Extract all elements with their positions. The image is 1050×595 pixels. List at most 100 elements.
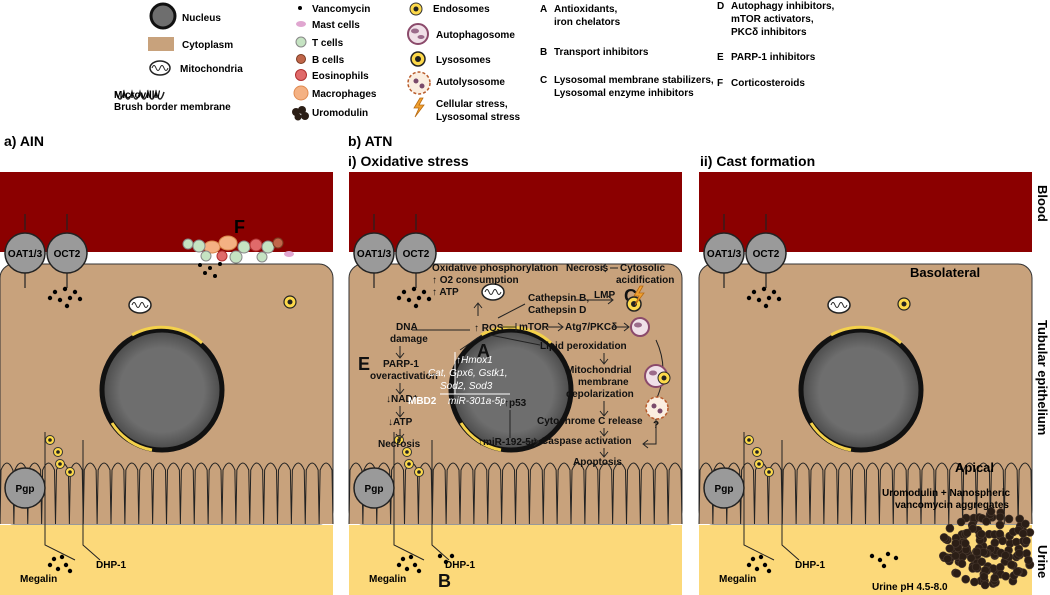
legend-label: Autophagy inhibitors,: [731, 1, 835, 12]
legend-label: Lysosomal stress: [436, 112, 521, 123]
lysosome-core: [901, 301, 907, 307]
vancomycin-dot: [763, 303, 769, 309]
necrosis-top-label: Necrosis: [566, 263, 609, 274]
side-label-urine: Urine: [1035, 545, 1050, 578]
o2-label: ↑ O2 consumption: [432, 275, 519, 286]
cytosolic-label: acidification: [616, 275, 674, 286]
legend-label: Lysosomal membrane stabilizers,: [554, 75, 714, 86]
vancomycin-dot: [47, 562, 53, 568]
mito-label: membrane: [578, 377, 629, 388]
lmp-label: LMP: [594, 290, 615, 301]
uromodulin-particle: [971, 562, 981, 572]
legend-label: Lysosomal enzyme inhibitors: [554, 88, 694, 99]
eosinophil-icon: [295, 69, 307, 81]
aggregates-label: vancomycin aggregates: [895, 500, 1009, 511]
macrophage-icon: [293, 85, 309, 101]
pgp-label: Pgp: [365, 484, 384, 495]
legend-letter: D: [717, 1, 724, 12]
cytoplasm-icon: [148, 37, 174, 51]
uromodulin-particle: [979, 572, 989, 582]
uromodulin-particle: [961, 574, 971, 584]
vancomycin-dot: [885, 551, 891, 557]
vancomycin-dot: [218, 262, 222, 266]
mitochondria-cristae: [830, 302, 848, 308]
uromodulin-particle: [951, 551, 960, 561]
letter-b: B: [438, 571, 451, 591]
vancomycin-dot: [746, 295, 752, 301]
dhp-label: DHP-1: [96, 560, 126, 571]
vancomycin-dot: [437, 553, 443, 559]
vancomycin-dot: [421, 289, 427, 295]
letter-f: F: [234, 217, 245, 237]
legend-label: Endosomes: [433, 4, 490, 15]
legend-label: Eosinophils: [312, 71, 369, 82]
vancomycin-dot: [776, 296, 782, 302]
autophagosome-icon: [630, 317, 650, 337]
uromodulin-icon: [292, 106, 309, 121]
mir192-label: ↑miR-192-5p: [478, 437, 537, 448]
hmox-label: ↑Hmox1: [456, 355, 493, 366]
microvilli-icon: [115, 89, 165, 100]
uromodulin-particle: [1001, 571, 1011, 581]
vancomycin-dot: [449, 553, 455, 559]
nucleus-membrane-highlight: [110, 422, 153, 452]
vancomycin-dot: [746, 562, 752, 568]
nucleus-membrane-highlight: [809, 422, 852, 452]
autolysosome-icon: [644, 364, 671, 388]
pathway-arrows: [395, 263, 664, 458]
uromodulin-particle: [977, 557, 987, 567]
megalin-line: [393, 432, 425, 561]
vancomycin-dot: [754, 566, 760, 572]
vancomycin-dot: [77, 296, 83, 302]
vancomycin-dot: [62, 286, 68, 292]
mito-label: Mitochondrial: [566, 365, 632, 376]
vancomycin-dot: [411, 286, 417, 292]
pgp-label: Pgp: [16, 484, 35, 495]
panel-b-organelles: [626, 285, 671, 420]
nad-label: ↓NAD⁺: [386, 394, 418, 405]
endosome-core: [56, 450, 60, 454]
vancomycin-dot: [55, 566, 61, 572]
mito-label: depolarization: [566, 389, 634, 400]
vancomycin-dot: [416, 568, 422, 574]
legend-letter: A: [540, 4, 547, 15]
vancomycin-dot: [761, 286, 767, 292]
vancomycin-dot: [750, 556, 756, 562]
uromodulin-particle: [1024, 555, 1033, 565]
legend-label: Lysosomes: [436, 55, 491, 66]
nucleus-membrane-highlight: [480, 325, 553, 345]
uromodulin-particle: [939, 533, 949, 542]
uromodulin-particle: [1022, 536, 1031, 546]
vancomycin-dot: [213, 274, 217, 278]
vancomycin-dot: [57, 297, 63, 303]
mbd2-label: MBD2: [408, 396, 437, 407]
nucleus-gene-labels: ↑Hmox1 Cat, Gpx6, Gstk1, Sod2, Sod3 miR-…: [428, 355, 507, 407]
uromodulin-particle: [1001, 551, 1010, 560]
nucleus: [99, 327, 225, 453]
uromodulin-particle: [995, 520, 1005, 530]
legend-letter: E: [717, 52, 724, 63]
mitochondria-cristae: [484, 289, 502, 295]
endosome-core: [405, 450, 409, 454]
legend-label: Mitochondria: [180, 64, 243, 75]
uromodulin-particle: [1021, 519, 1030, 529]
mtor-label: mTOR: [519, 322, 550, 333]
pgp-label: Pgp: [715, 484, 734, 495]
vancomycin-dot: [400, 556, 406, 562]
nucleus-membrane-highlight: [830, 325, 903, 345]
dna-label: DNA: [396, 322, 418, 333]
uromodulin-particle: [1004, 514, 1014, 524]
megalin-label: Megalin: [719, 574, 756, 585]
letter-a: A: [477, 341, 490, 361]
oat-label: OAT1/3: [357, 249, 392, 260]
uromodulin-particle: [1007, 560, 1016, 570]
lightning-icon: [633, 285, 645, 306]
legend-label: T cells: [312, 38, 344, 49]
megalin-line: [44, 432, 76, 561]
dhp-label: DHP-1: [795, 560, 825, 571]
panel-title-cast: ii) Cast formation: [700, 153, 815, 169]
vancomycin-dot: [67, 295, 73, 301]
parp-label: PARP-1: [383, 359, 419, 370]
